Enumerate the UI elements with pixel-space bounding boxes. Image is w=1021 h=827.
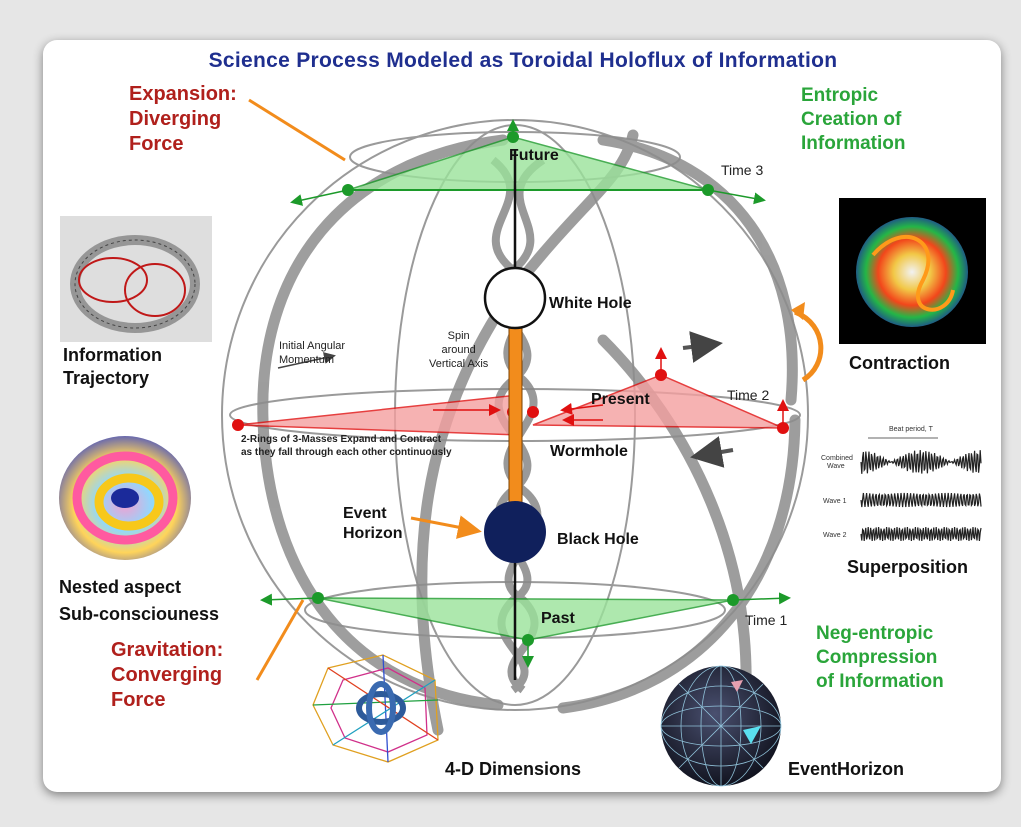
svg-text:Wave: Wave — [827, 463, 845, 470]
nested-torus-image — [59, 436, 191, 560]
contraction-image — [839, 198, 986, 344]
initial-angular-momentum-label: Initial Angular Momentum — [279, 340, 346, 366]
diagram-card: Beat period, T Combined Wave Wave 1 Wave… — [43, 40, 1001, 792]
contraction-label: Contraction — [849, 353, 950, 373]
future-triangle — [290, 119, 766, 206]
four-d-label: 4-D Dimensions — [445, 759, 582, 779]
spin-axis-label: Spin around Vertical Axis — [429, 330, 489, 370]
gravitation-label: Gravitation: Converging Force — [111, 639, 224, 711]
present-triangles — [232, 347, 789, 436]
information-trajectory-image — [60, 216, 212, 342]
combined-wave — [860, 450, 982, 474]
expansion-pointer — [248, 98, 346, 162]
white-hole — [483, 266, 547, 330]
present-label: Present — [591, 391, 650, 408]
page-title: Science Process Modeled as Toroidal Holo… — [208, 49, 838, 72]
wave-2 — [860, 526, 982, 542]
contraction-curve-arrow — [793, 309, 824, 383]
wave-2-label: Wave 2 — [823, 532, 847, 539]
past-triangle — [260, 592, 791, 668]
beat-period-label: Beat period, T — [889, 426, 934, 433]
toroidal-diagram: Beat period, T Combined Wave Wave 1 Wave… — [59, 98, 986, 787]
information-trajectory-label: Information Trajectory — [63, 345, 162, 388]
wave-1 — [860, 492, 982, 508]
entropic-label: Entropic Creation of Information — [801, 85, 906, 154]
nested-aspect-label: Nested aspect Sub-consciouness — [59, 577, 220, 624]
time2-label: Time 2 — [727, 387, 770, 403]
black-hole — [484, 501, 546, 563]
expansion-label: Expansion: Diverging Force — [129, 83, 237, 155]
wormhole-label: Wormhole — [550, 443, 628, 460]
past-label: Past — [541, 610, 575, 627]
flow-arrow-upper — [682, 331, 723, 363]
time1-label: Time 1 — [745, 612, 788, 628]
flow-arrow-lower — [690, 436, 734, 468]
momentum-arrow — [277, 352, 336, 369]
event-horizon-sphere-image — [660, 665, 782, 787]
four-d-polytope-image — [312, 654, 439, 763]
neg-entropic-label: Neg-entropic Compression of Information — [816, 623, 944, 692]
superposition-image: Beat period, T Combined Wave Wave 1 Wave… — [821, 426, 982, 542]
wave-1-label: Wave 1 — [823, 498, 847, 505]
future-label: Future — [509, 147, 559, 164]
event-horizon-bottom-label: EventHorizon — [788, 759, 905, 779]
wormhole-tube — [508, 317, 523, 511]
combined-wave-label: Combined — [821, 455, 853, 462]
event-horizon-label: Event Horizon — [343, 505, 403, 542]
white-hole-label: White Hole — [549, 295, 632, 312]
gravitation-pointer — [255, 599, 305, 681]
black-hole-label: Black Hole — [557, 531, 639, 548]
superposition-label: Superposition — [847, 557, 968, 577]
rings-description-label: 2-Rings of 3-Masses Expand and Contract … — [241, 434, 452, 458]
event-horizon-pointer — [410, 515, 482, 539]
time3-label: Time 3 — [721, 162, 764, 178]
